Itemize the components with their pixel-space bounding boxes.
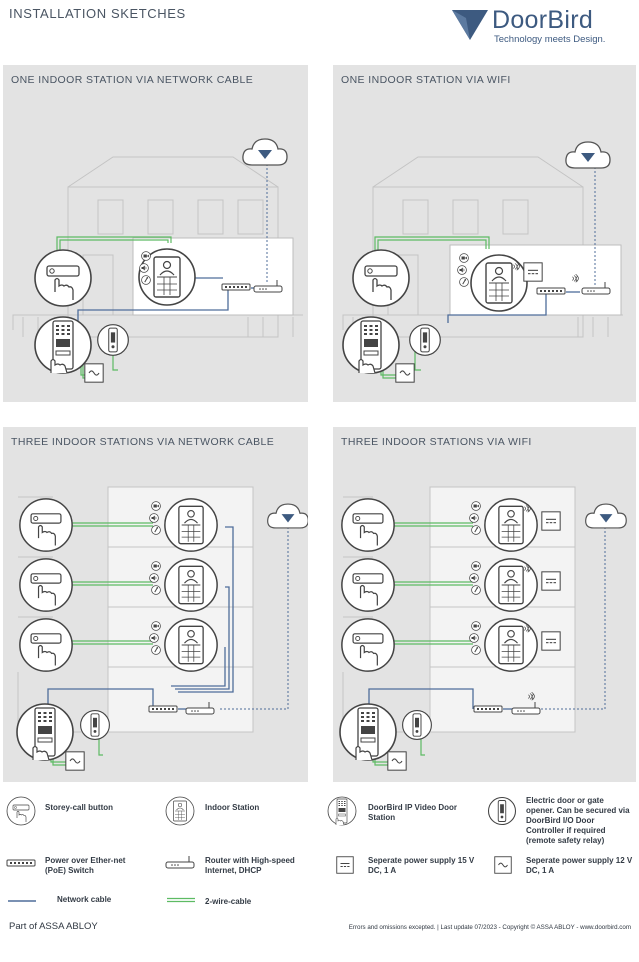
speaker-icon (149, 513, 159, 523)
door-station-icon (327, 796, 357, 826)
door-opener-icon (487, 796, 517, 826)
door-opener-icon (80, 710, 110, 740)
camera-icon (471, 501, 481, 511)
brand-logo: DoorBird Technology meets Design. (452, 6, 627, 48)
microphone-icon (151, 645, 161, 655)
microphone-icon (141, 275, 151, 285)
speaker-icon (469, 513, 479, 523)
indoor-station-icon (165, 796, 195, 826)
panel-title: THREE INDOOR STATIONS VIA NETWORK CABLE (11, 436, 275, 448)
legend-door-station: DoorBird IP Video Door Station (368, 803, 458, 822)
psu-12v-icon (65, 751, 85, 771)
legend-storey-call: Storey-call button (45, 803, 114, 812)
cloud-icon (585, 503, 627, 529)
panel-three-indoor-network: THREE INDOOR STATIONS VIA NETWORK CABLE (3, 427, 308, 782)
panel-title: ONE INDOOR STATION VIA WIFI (341, 74, 511, 86)
storey-call-icon (19, 558, 73, 612)
psu-15v-icon (336, 856, 354, 874)
psu-12v-icon (395, 363, 415, 383)
psu-15v-icon (541, 631, 561, 651)
speaker-icon (469, 633, 479, 643)
panel-title: ONE INDOOR STATION VIA NETWORK CABLE (11, 74, 254, 86)
panel-one-indoor-wifi: ONE INDOOR STATION VIA WIFI (333, 65, 636, 402)
camera-icon (151, 621, 161, 631)
sketch-three-indoor-network (16, 486, 308, 771)
two-wire-cable-line (167, 897, 195, 903)
storey-call-icon (19, 498, 73, 552)
legend-indoor-station: Indoor Station (205, 803, 260, 812)
microphone-icon (471, 525, 481, 535)
legend-psu-12v: Seperate power supply 12 V DC, 1 A (526, 856, 633, 875)
camera-icon (141, 251, 151, 261)
cloud-icon (267, 503, 308, 529)
poe-switch-icon (148, 705, 178, 713)
cloud-icon (565, 141, 611, 169)
microphone-icon (151, 585, 161, 595)
storey-call-icon (341, 498, 395, 552)
speaker-icon (149, 633, 159, 643)
indoor-station-icon (164, 498, 218, 552)
psu-12v-icon (494, 856, 512, 874)
psu-15v-icon (541, 571, 561, 591)
speaker-icon (149, 573, 159, 583)
door-station-icon (342, 316, 400, 374)
legend-poe-switch: Power over Ether-net (PoE) Switch (45, 856, 126, 875)
storey-call-icon (19, 618, 73, 672)
speaker-icon (469, 573, 479, 583)
sketch-one-indoor-network (12, 138, 303, 383)
brand-tagline: Technology meets Design. (494, 34, 606, 45)
network-cable-line (8, 900, 36, 902)
indoor-station-icon (470, 254, 528, 312)
indoor-station-icon (164, 558, 218, 612)
legend-router: Router with High-speed Internet, DHCP (205, 856, 295, 875)
legend-psu-15v: Seperate power supply 15 V DC, 1 A (368, 856, 475, 875)
door-opener-icon (402, 710, 432, 740)
indoor-station-icon (164, 618, 218, 672)
door-opener-icon (409, 324, 441, 356)
camera-icon (471, 561, 481, 571)
router-icon (165, 855, 195, 869)
footer-copyright: Errors and omissions excepted. | Last up… (348, 924, 631, 931)
panel-one-indoor-network: ONE INDOOR STATION VIA NETWORK CABLE (3, 65, 308, 402)
psu-15v-icon (523, 262, 543, 282)
legend-door-opener: Electric door or gate opener. Can be sec… (526, 796, 630, 845)
camera-icon (459, 253, 469, 263)
speaker-icon (139, 263, 149, 273)
microphone-icon (459, 277, 469, 287)
poe-switch-icon (221, 283, 251, 291)
page-title: INSTALLATION SKETCHES (9, 6, 186, 21)
camera-icon (151, 501, 161, 511)
legend-two-wire: 2-wire-cable (205, 897, 252, 906)
poe-switch-icon (473, 705, 503, 713)
storey-call-icon (352, 249, 410, 307)
storey-call-icon (34, 249, 92, 307)
camera-icon (151, 561, 161, 571)
sketch-one-indoor-wifi (342, 141, 623, 383)
panel-title: THREE INDOOR STATIONS VIA WIFI (341, 436, 532, 448)
door-station-icon (16, 703, 74, 761)
storey-call-icon (6, 796, 36, 826)
speaker-icon (457, 265, 467, 275)
panel-three-indoor-wifi: THREE INDOOR STATIONS VIA WIFI (333, 427, 636, 782)
psu-12v-icon (387, 751, 407, 771)
legend-network-cable: Network cable (57, 895, 112, 904)
door-opener-icon (97, 324, 129, 356)
brand-name: DoorBird (492, 6, 594, 34)
microphone-icon (151, 525, 161, 535)
footer-assa-abloy: Part of ASSA ABLOY (9, 921, 98, 932)
poe-switch-icon (536, 287, 566, 295)
psu-15v-icon (541, 511, 561, 531)
poe-switch-icon (6, 859, 36, 867)
psu-12v-icon (84, 363, 104, 383)
doorbird-bird-icon (452, 10, 488, 40)
microphone-icon (471, 585, 481, 595)
sketch-three-indoor-wifi (339, 486, 627, 771)
microphone-icon (471, 645, 481, 655)
camera-icon (471, 621, 481, 631)
storey-call-icon (341, 618, 395, 672)
cloud-icon (242, 138, 288, 166)
storey-call-icon (341, 558, 395, 612)
door-station-icon (34, 316, 92, 374)
